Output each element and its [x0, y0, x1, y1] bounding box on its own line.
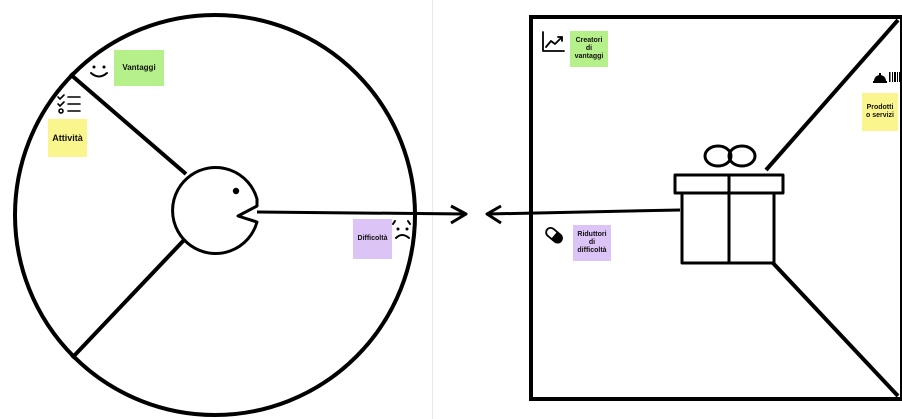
- trend-chart-icon: [542, 31, 565, 52]
- square-divider-top: [764, 18, 900, 172]
- center-divider: [432, 0, 433, 419]
- value-map-square: [529, 15, 902, 401]
- sticky-note-pains[interactable]: Difficoltà: [353, 219, 392, 259]
- products-services-icon: [873, 72, 901, 83]
- arrow-right: [256, 204, 468, 225]
- sticky-note-jobs[interactable]: Attività: [48, 119, 87, 157]
- sticky-note-pain-relievers[interactable]: Riduttori di difficoltà: [573, 225, 611, 261]
- sticky-note-gains[interactable]: Vantaggi: [114, 50, 164, 86]
- smile-icon: [90, 65, 108, 78]
- square-divider-bottom: [770, 260, 900, 398]
- sticky-note-products-services[interactable]: Prodotti o servizi: [862, 93, 898, 131]
- arrow-left: [485, 204, 681, 225]
- gift-icon: [673, 144, 785, 265]
- sticky-note-gain-creators[interactable]: Creatori di vantaggi: [570, 31, 608, 67]
- circle-divider-bottom: [70, 237, 187, 360]
- frown-icon: [392, 220, 411, 239]
- pill-icon: [545, 226, 563, 244]
- circle-divider-top: [68, 72, 188, 176]
- customer-face-icon: [171, 166, 259, 255]
- checklist-icon: [57, 94, 81, 114]
